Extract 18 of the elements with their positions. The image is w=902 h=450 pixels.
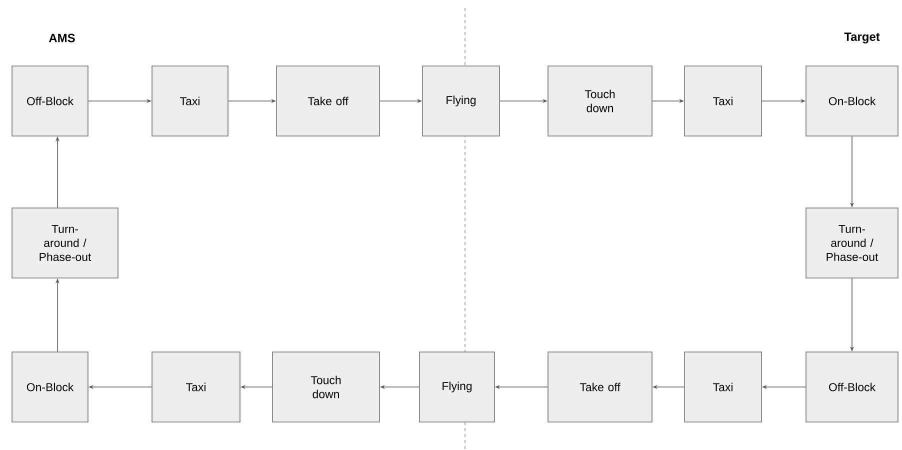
process-box: Flying <box>419 352 495 422</box>
process-box: Turn- around / Phase-out <box>12 208 118 278</box>
process-box: On-Block <box>12 352 88 422</box>
process-box: Take off <box>548 352 652 422</box>
heading-label: AMS <box>48 34 75 42</box>
process-box: Taxi <box>684 352 762 422</box>
process-box: Flying <box>422 66 500 136</box>
process-box: Touch down <box>548 66 652 136</box>
heading-label: Target <box>844 32 880 44</box>
process-box: Off-Block <box>806 352 898 422</box>
process-box: Turn- around / Phase-out <box>806 208 898 278</box>
process-box: Take off <box>276 66 380 136</box>
process-box: Taxi <box>684 66 762 136</box>
process-box: Touch down <box>272 352 380 422</box>
process-box: On-Block <box>806 66 898 136</box>
process-box: Off-Block <box>12 66 88 136</box>
process-box: Taxi <box>152 66 228 136</box>
process-box: Taxi <box>152 352 240 422</box>
